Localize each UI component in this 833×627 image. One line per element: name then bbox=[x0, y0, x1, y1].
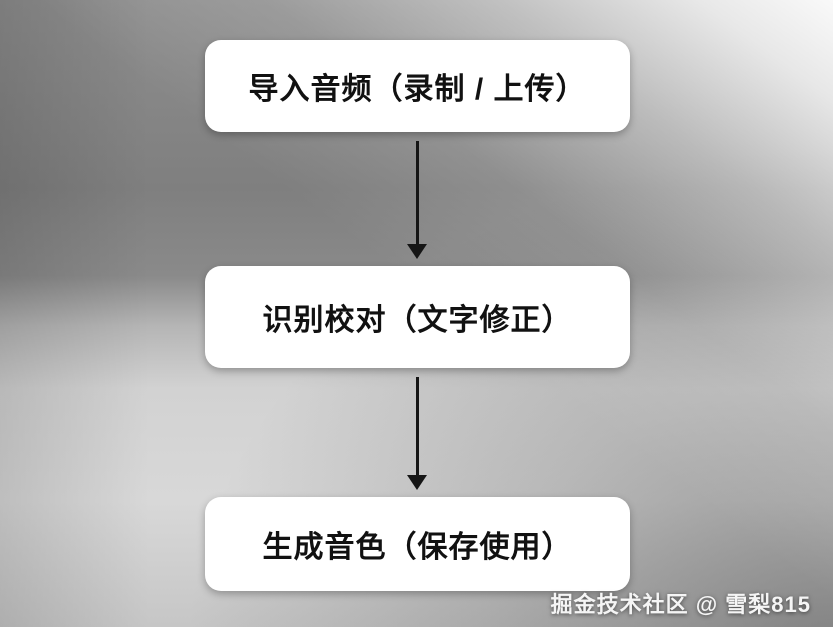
flow-step-generate-voice: 生成音色（保存使用） bbox=[205, 497, 630, 591]
flow-step-import-audio: 导入音频（录制 / 上传） bbox=[205, 40, 630, 132]
arrow-down-icon bbox=[407, 377, 427, 490]
arrow-down-icon bbox=[407, 141, 427, 259]
arrow-shaft bbox=[415, 377, 419, 475]
arrow-head bbox=[407, 244, 427, 259]
flow-step-label: 生成音色（保存使用） bbox=[262, 531, 573, 564]
flow-step-label: 导入音频（录制 / 上传） bbox=[248, 73, 587, 106]
arrow-shaft bbox=[415, 141, 419, 244]
flow-step-label: 识别校对（文字修正） bbox=[262, 304, 573, 337]
flow-step-proofread: 识别校对（文字修正） bbox=[205, 266, 630, 368]
arrow-head bbox=[407, 475, 427, 490]
watermark: 掘金技术社区 @ 雪梨815 bbox=[550, 592, 811, 617]
